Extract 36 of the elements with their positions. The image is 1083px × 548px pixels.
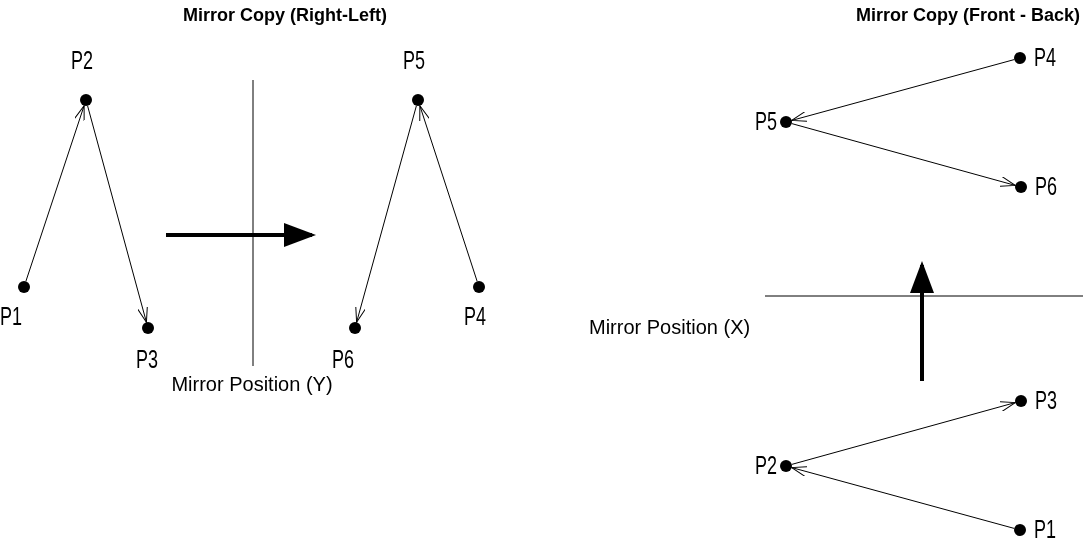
arrow [25,105,85,282]
section-title: Mirror Copy (Right-Left) [183,6,387,24]
point-label: P4 [1034,45,1057,70]
arrow [419,105,478,282]
point-dot [80,94,92,106]
point-dot [1015,395,1027,407]
point-dot [1014,524,1026,536]
mirror-label: Mirror Position (Y) [171,374,333,394]
arrow [355,105,417,323]
point-label: P2 [71,48,94,73]
point-dot [473,281,485,293]
point-label: P5 [755,109,778,134]
point-label: P2 [755,453,778,478]
mirror-label: Mirror Position (X) [589,317,751,337]
point-dot [780,116,792,128]
point-label: P4 [464,304,487,329]
arrow [791,401,1016,465]
point-label: P5 [403,48,426,73]
point-label: P6 [332,347,355,372]
point-dot [1014,52,1026,64]
point-dot [349,322,361,334]
point-label: P3 [136,347,159,372]
point-label: P3 [1035,388,1058,413]
point-label: P1 [0,304,23,329]
point-dot [18,281,30,293]
point-dot [142,322,154,334]
arrow [791,466,1015,529]
arrow [87,105,148,323]
section-title: Mirror Copy (Front - Back) [856,6,1080,24]
arrow [791,59,1015,122]
point-dot [412,94,424,106]
point-label: P1 [1034,517,1057,542]
arrow [791,123,1016,187]
point-label: P6 [1035,174,1058,199]
point-dot [780,460,792,472]
point-dot [1015,181,1027,193]
